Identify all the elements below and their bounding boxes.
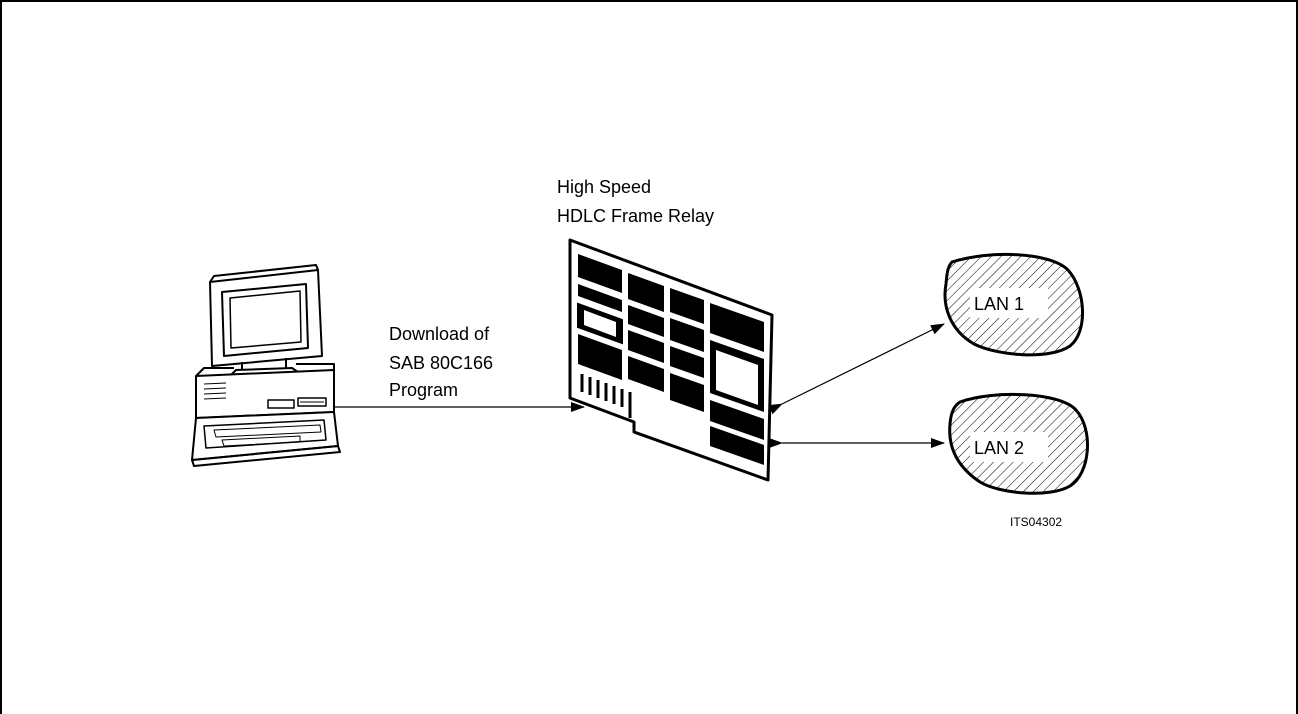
frame-relay-card-icon — [568, 238, 774, 482]
lan1-label: LAN 1 — [974, 294, 1024, 314]
download-label-line: SAB 80C166 — [389, 353, 493, 373]
download-label: Download of SAB 80C166 Program — [389, 324, 498, 400]
download-label-line: Program — [389, 380, 458, 400]
lan1-link-arrow — [768, 323, 945, 415]
download-label-line: Download of — [389, 324, 490, 344]
card-label-line: High Speed — [557, 177, 651, 197]
card-label-line: HDLC Frame Relay — [557, 206, 714, 226]
lan2-label: LAN 2 — [974, 438, 1024, 458]
card-label: High Speed HDLC Frame Relay — [557, 177, 714, 226]
figure-id: ITS04302 — [1010, 515, 1062, 529]
computer-icon — [191, 264, 341, 467]
